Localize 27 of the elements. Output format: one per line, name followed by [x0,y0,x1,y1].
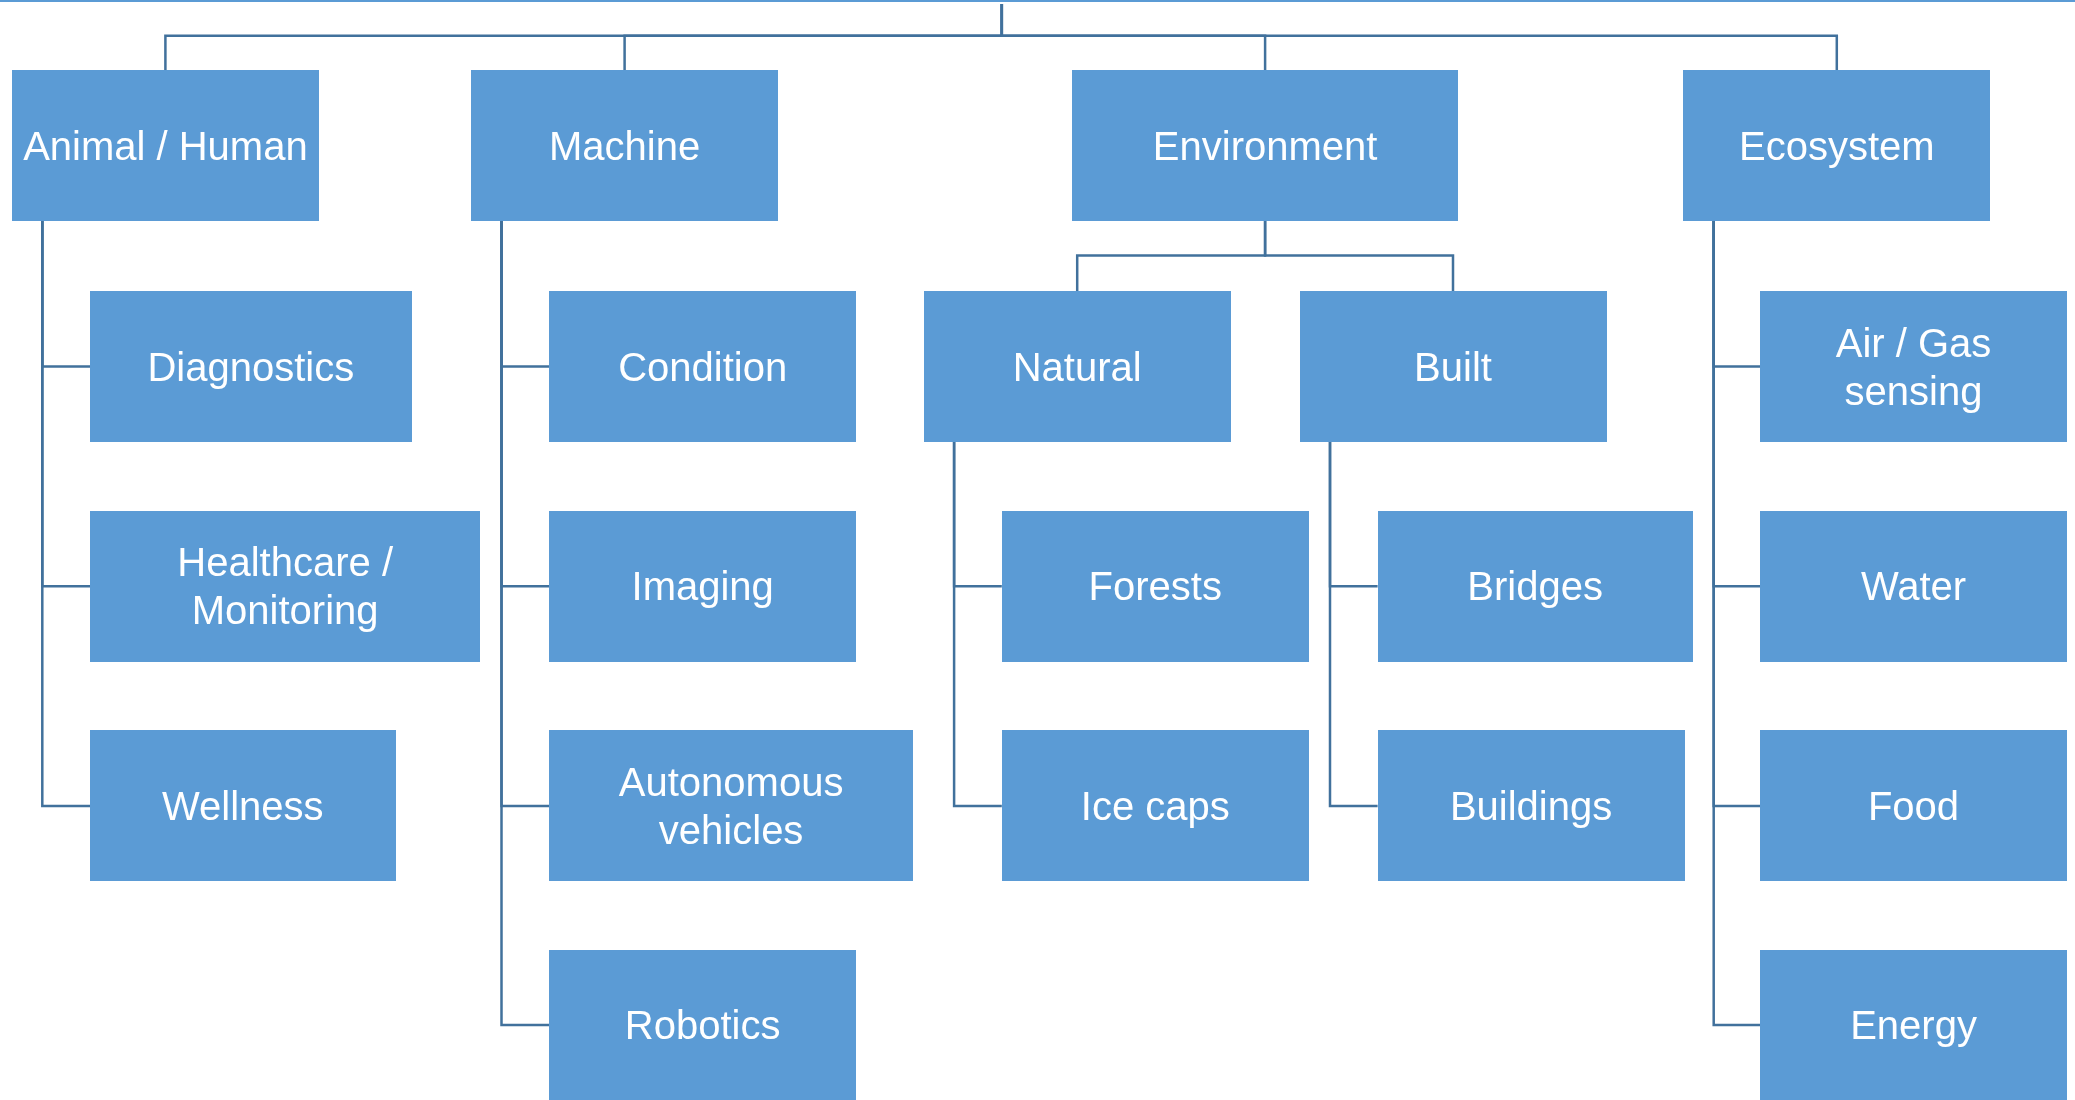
connector-line [1328,442,1378,808]
category-box: Imaging [549,510,857,662]
connector-line [1712,221,1760,1027]
category-box: Machine [471,70,779,221]
category-box: Water [1760,510,2068,662]
category-box: Built [1299,291,1607,442]
connector-line [41,221,90,808]
category-box: Animal / Human [11,70,319,221]
category-box: Air / Gas sensing [1760,291,2068,442]
category-box: Forests [1001,510,1309,662]
category-box: Energy [1760,950,2068,1100]
category-box: Food [1760,730,2068,882]
category-box: Healthcare / Monitoring [90,510,481,662]
category-box: Autonomous vehicles [549,730,914,882]
category-box: Natural [923,291,1231,442]
category-box: Diagnostics [90,291,412,442]
category-box: Ecosystem [1683,70,1991,221]
category-box: Environment [1071,70,1459,221]
category-box: Wellness [90,730,396,882]
connector-line [1000,4,1839,71]
category-box: Robotics [549,950,857,1100]
connector-line [952,442,1002,808]
category-box: Bridges [1377,510,1693,662]
category-box: Condition [549,291,857,442]
connector-line [1263,221,1455,292]
category-box: Buildings [1377,730,1685,882]
category-box: Ice caps [1001,730,1309,882]
